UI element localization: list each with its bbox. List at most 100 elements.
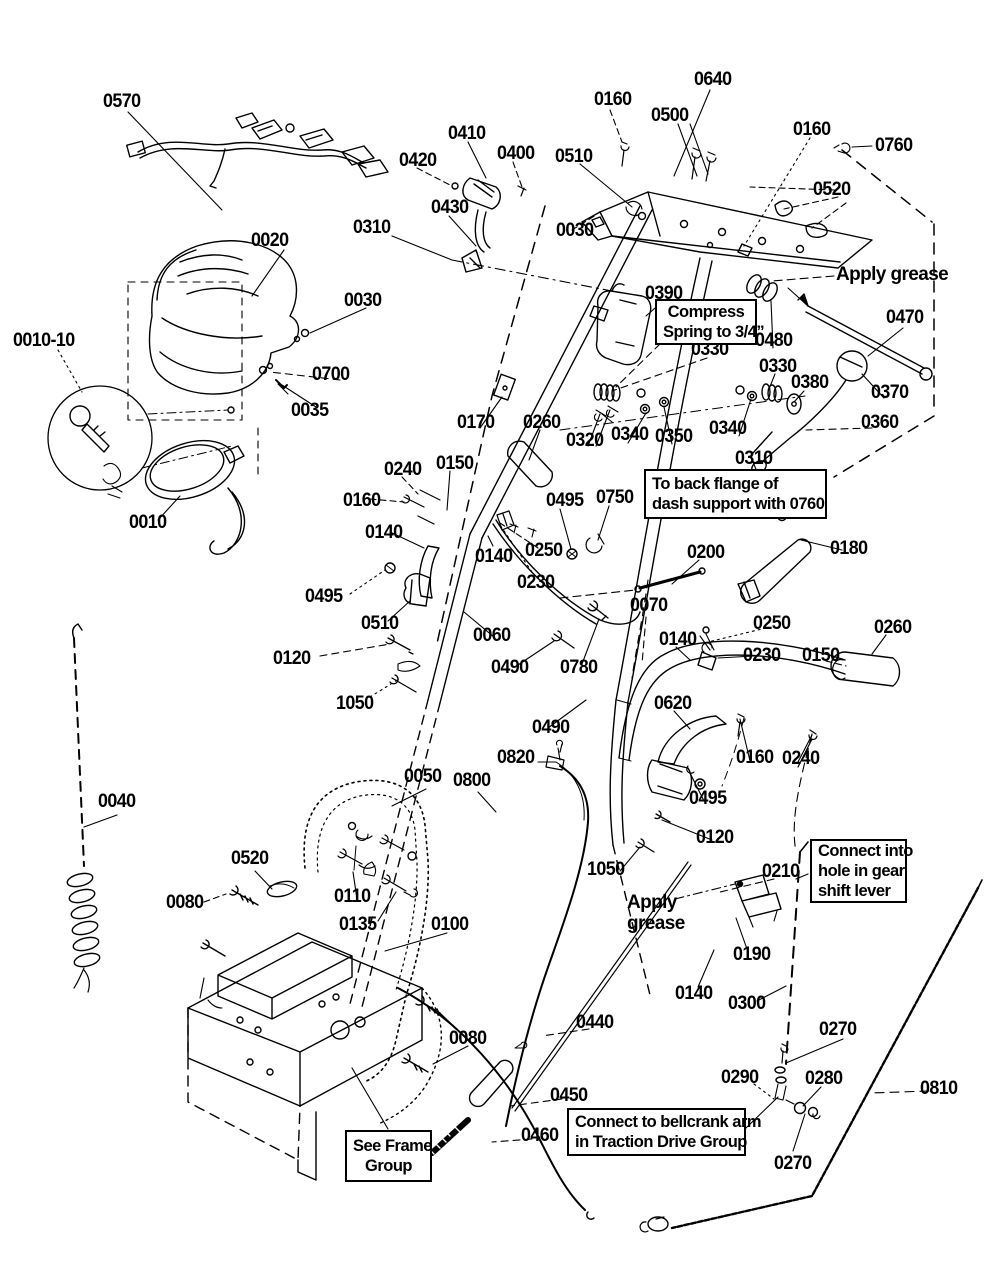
part-label-0620: 0620 bbox=[654, 693, 692, 714]
frame-drawing bbox=[187, 880, 442, 1181]
headlight-drawing bbox=[144, 439, 246, 555]
part-label-0780: 0780 bbox=[560, 657, 598, 678]
part-label-0010-10: 0010-10 bbox=[13, 330, 75, 351]
part-label-0020: 0020 bbox=[251, 230, 289, 251]
part-label-0510: 0510 bbox=[361, 613, 399, 634]
part-label-0520: 0520 bbox=[813, 179, 851, 200]
part-label-0280: 0280 bbox=[805, 1068, 843, 1089]
part-label-0490: 0490 bbox=[532, 717, 570, 738]
part-label-0180: 0180 bbox=[830, 538, 868, 559]
traction-rod-drawing bbox=[639, 879, 983, 1233]
part-label-0810: 0810 bbox=[920, 1078, 958, 1099]
part-label-0230: 0230 bbox=[743, 645, 781, 666]
part-label-0330: 0330 bbox=[759, 356, 797, 377]
part-label-0100: 0100 bbox=[431, 914, 469, 935]
part-label-0350: 0350 bbox=[655, 426, 693, 447]
part-label-0495: 0495 bbox=[305, 586, 343, 607]
part-label-0240: 0240 bbox=[384, 459, 422, 480]
part-label-0470: 0470 bbox=[886, 307, 924, 328]
shift-rod-drawing bbox=[734, 841, 821, 1120]
part-label-0160: 0160 bbox=[736, 747, 774, 768]
part-label-0150: 0150 bbox=[436, 453, 474, 474]
part-label-0440: 0440 bbox=[576, 1012, 614, 1033]
part-label-0495: 0495 bbox=[689, 788, 727, 809]
part-label-0310: 0310 bbox=[353, 217, 391, 238]
part-label-0120: 0120 bbox=[273, 648, 311, 669]
part-label-0160: 0160 bbox=[793, 119, 831, 140]
part-label-0310: 0310 bbox=[735, 448, 773, 469]
part-label-0080: 0080 bbox=[166, 892, 204, 913]
part-label-0520: 0520 bbox=[231, 848, 269, 869]
part-label-0420: 0420 bbox=[399, 150, 437, 171]
part-label-0140: 0140 bbox=[659, 629, 697, 650]
console-drawing bbox=[303, 779, 430, 1083]
part-label-0570: 0570 bbox=[103, 91, 141, 112]
part-label-0040: 0040 bbox=[98, 791, 136, 812]
part-label-0110: 0110 bbox=[334, 886, 371, 907]
part-label-0380: 0380 bbox=[791, 372, 829, 393]
part-label-0080: 0080 bbox=[449, 1028, 487, 1049]
part-label-0190: 0190 bbox=[733, 944, 771, 965]
part-label-0450: 0450 bbox=[550, 1085, 588, 1106]
part-label-0035: 0035 bbox=[291, 400, 329, 421]
part-label-0150: 0150 bbox=[802, 645, 840, 666]
part-label-0640: 0640 bbox=[694, 69, 732, 90]
handlebar-drawing bbox=[559, 538, 901, 762]
part-label-0135: 0135 bbox=[339, 914, 377, 935]
part-label-0210: 0210 bbox=[762, 861, 800, 882]
part-label-0070: 0070 bbox=[630, 595, 668, 616]
part-label-0370: 0370 bbox=[871, 382, 909, 403]
part-label-0260: 0260 bbox=[874, 617, 912, 638]
part-label-0300: 0300 bbox=[728, 993, 766, 1014]
part-label-0270: 0270 bbox=[774, 1153, 812, 1174]
part-label-0820: 0820 bbox=[497, 747, 535, 768]
part-label-0500: 0500 bbox=[651, 105, 689, 126]
part-label-0430: 0430 bbox=[431, 197, 469, 218]
part-label-0250: 0250 bbox=[753, 613, 791, 634]
part-label-0320: 0320 bbox=[566, 430, 604, 451]
part-label-0160: 0160 bbox=[594, 89, 632, 110]
boundary-lines bbox=[435, 149, 935, 649]
part-label-0170: 0170 bbox=[457, 412, 495, 433]
part-label-0510: 0510 bbox=[555, 146, 593, 167]
part-label-0200: 0200 bbox=[687, 542, 725, 563]
wiring-harness-drawing bbox=[126, 112, 389, 189]
part-label-0030: 0030 bbox=[556, 220, 594, 241]
key-detail-drawing bbox=[47, 385, 235, 499]
part-label-0050: 0050 bbox=[404, 766, 442, 787]
part-label-0760: 0760 bbox=[875, 135, 913, 156]
part-label-0700: 0700 bbox=[312, 364, 350, 385]
part-label-0270: 0270 bbox=[819, 1019, 857, 1040]
part-label-0160: 0160 bbox=[343, 490, 381, 511]
speed-rod-drawing bbox=[787, 287, 933, 381]
cables-drawing bbox=[397, 739, 692, 1220]
part-label-0340: 0340 bbox=[611, 424, 649, 445]
part-label-0060: 0060 bbox=[473, 625, 511, 646]
part-label-0360: 0360 bbox=[861, 412, 899, 433]
part-label-0140: 0140 bbox=[675, 983, 713, 1004]
part-label-0490: 0490 bbox=[491, 657, 529, 678]
part-label-0495: 0495 bbox=[546, 490, 584, 511]
part-label-0140: 0140 bbox=[365, 522, 403, 543]
part-label-0140: 0140 bbox=[475, 546, 513, 567]
part-label-0400: 0400 bbox=[497, 143, 535, 164]
part-label-0480: 0480 bbox=[755, 330, 793, 351]
part-label-0340: 0340 bbox=[709, 418, 747, 439]
part-label-0800: 0800 bbox=[453, 770, 491, 791]
part-label-0120: 0120 bbox=[696, 827, 734, 848]
part-label-0460: 0460 bbox=[521, 1125, 559, 1146]
part-label-0750: 0750 bbox=[596, 487, 634, 508]
leader-lines bbox=[57, 89, 930, 1152]
part-label-1050: 1050 bbox=[336, 693, 374, 714]
dash-assembly-drawing bbox=[451, 141, 873, 273]
handle-tubes-drawing bbox=[349, 205, 713, 1008]
belt-cover-drawing bbox=[127, 240, 310, 479]
